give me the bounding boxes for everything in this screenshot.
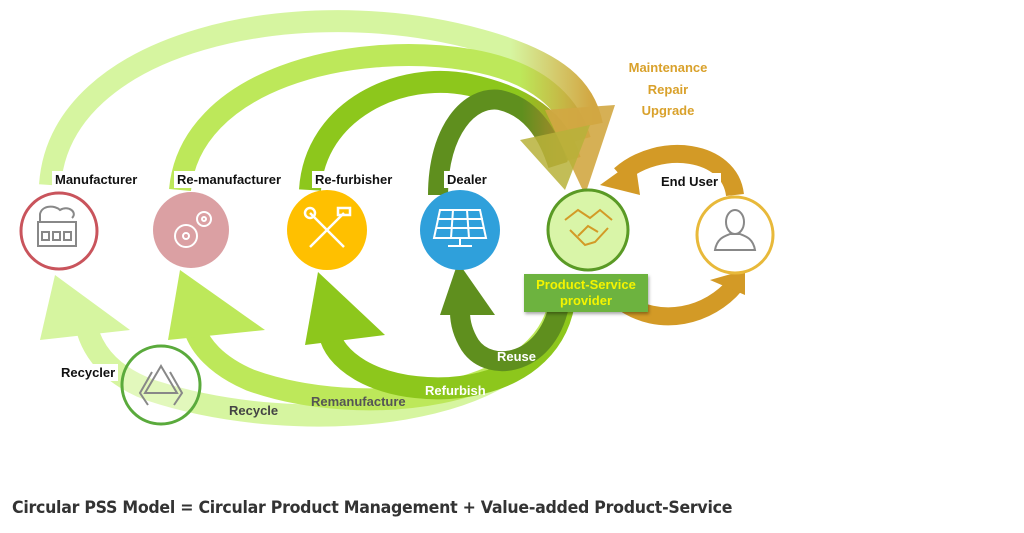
forward-arrowhead-2 <box>520 125 590 190</box>
user-icon <box>713 209 757 251</box>
flow-label-remanufacture: Remanufacture <box>311 394 406 409</box>
refurbisher-node[interactable] <box>287 190 367 270</box>
manufacturer-label: Manufacturer <box>52 171 141 188</box>
handshake-icon <box>564 208 613 247</box>
service-list: Maintenance Repair Upgrade <box>613 57 723 122</box>
remanufacturer-node[interactable] <box>153 192 229 268</box>
recycler-node[interactable] <box>120 344 202 426</box>
manufacturer-node[interactable] <box>19 191 99 271</box>
provider-node[interactable] <box>546 188 630 272</box>
product-service-provider-label: Product-Service provider <box>524 274 648 312</box>
service-arc-top <box>600 145 744 197</box>
solar-panel-icon <box>432 209 488 247</box>
provider-label-line2: provider <box>559 293 612 308</box>
service-maintenance: Maintenance <box>628 60 708 75</box>
tools-icon <box>303 206 352 248</box>
service-upgrade: Upgrade <box>641 103 695 118</box>
factory-icon <box>37 205 77 247</box>
flow-label-refurbish: Refurbish <box>425 383 486 398</box>
flow-label-reuse: Reuse <box>497 349 537 364</box>
flow-label-recycle: Recycle <box>229 403 279 418</box>
recycle-icon <box>138 364 184 406</box>
dealer-node[interactable] <box>420 190 500 270</box>
dealer-label: Dealer <box>444 171 490 188</box>
remanufacturer-label: Re-manufacturer <box>174 171 285 188</box>
gears-icon <box>174 211 212 248</box>
model-caption: Circular PSS Model = Circular Product Ma… <box>12 498 733 518</box>
provider-label-line1: Product-Service <box>536 277 636 292</box>
return-arc-reuse <box>440 262 570 372</box>
service-repair: Repair <box>647 81 689 97</box>
end-user-node[interactable] <box>695 195 775 275</box>
refurbisher-label: Re-furbisher <box>312 171 396 188</box>
recycler-label: Recycler <box>58 364 119 381</box>
forward-arc-remanufacturer <box>169 44 591 192</box>
end-user-label: End User <box>658 173 722 190</box>
forward-arc-manufacturer <box>39 10 603 187</box>
